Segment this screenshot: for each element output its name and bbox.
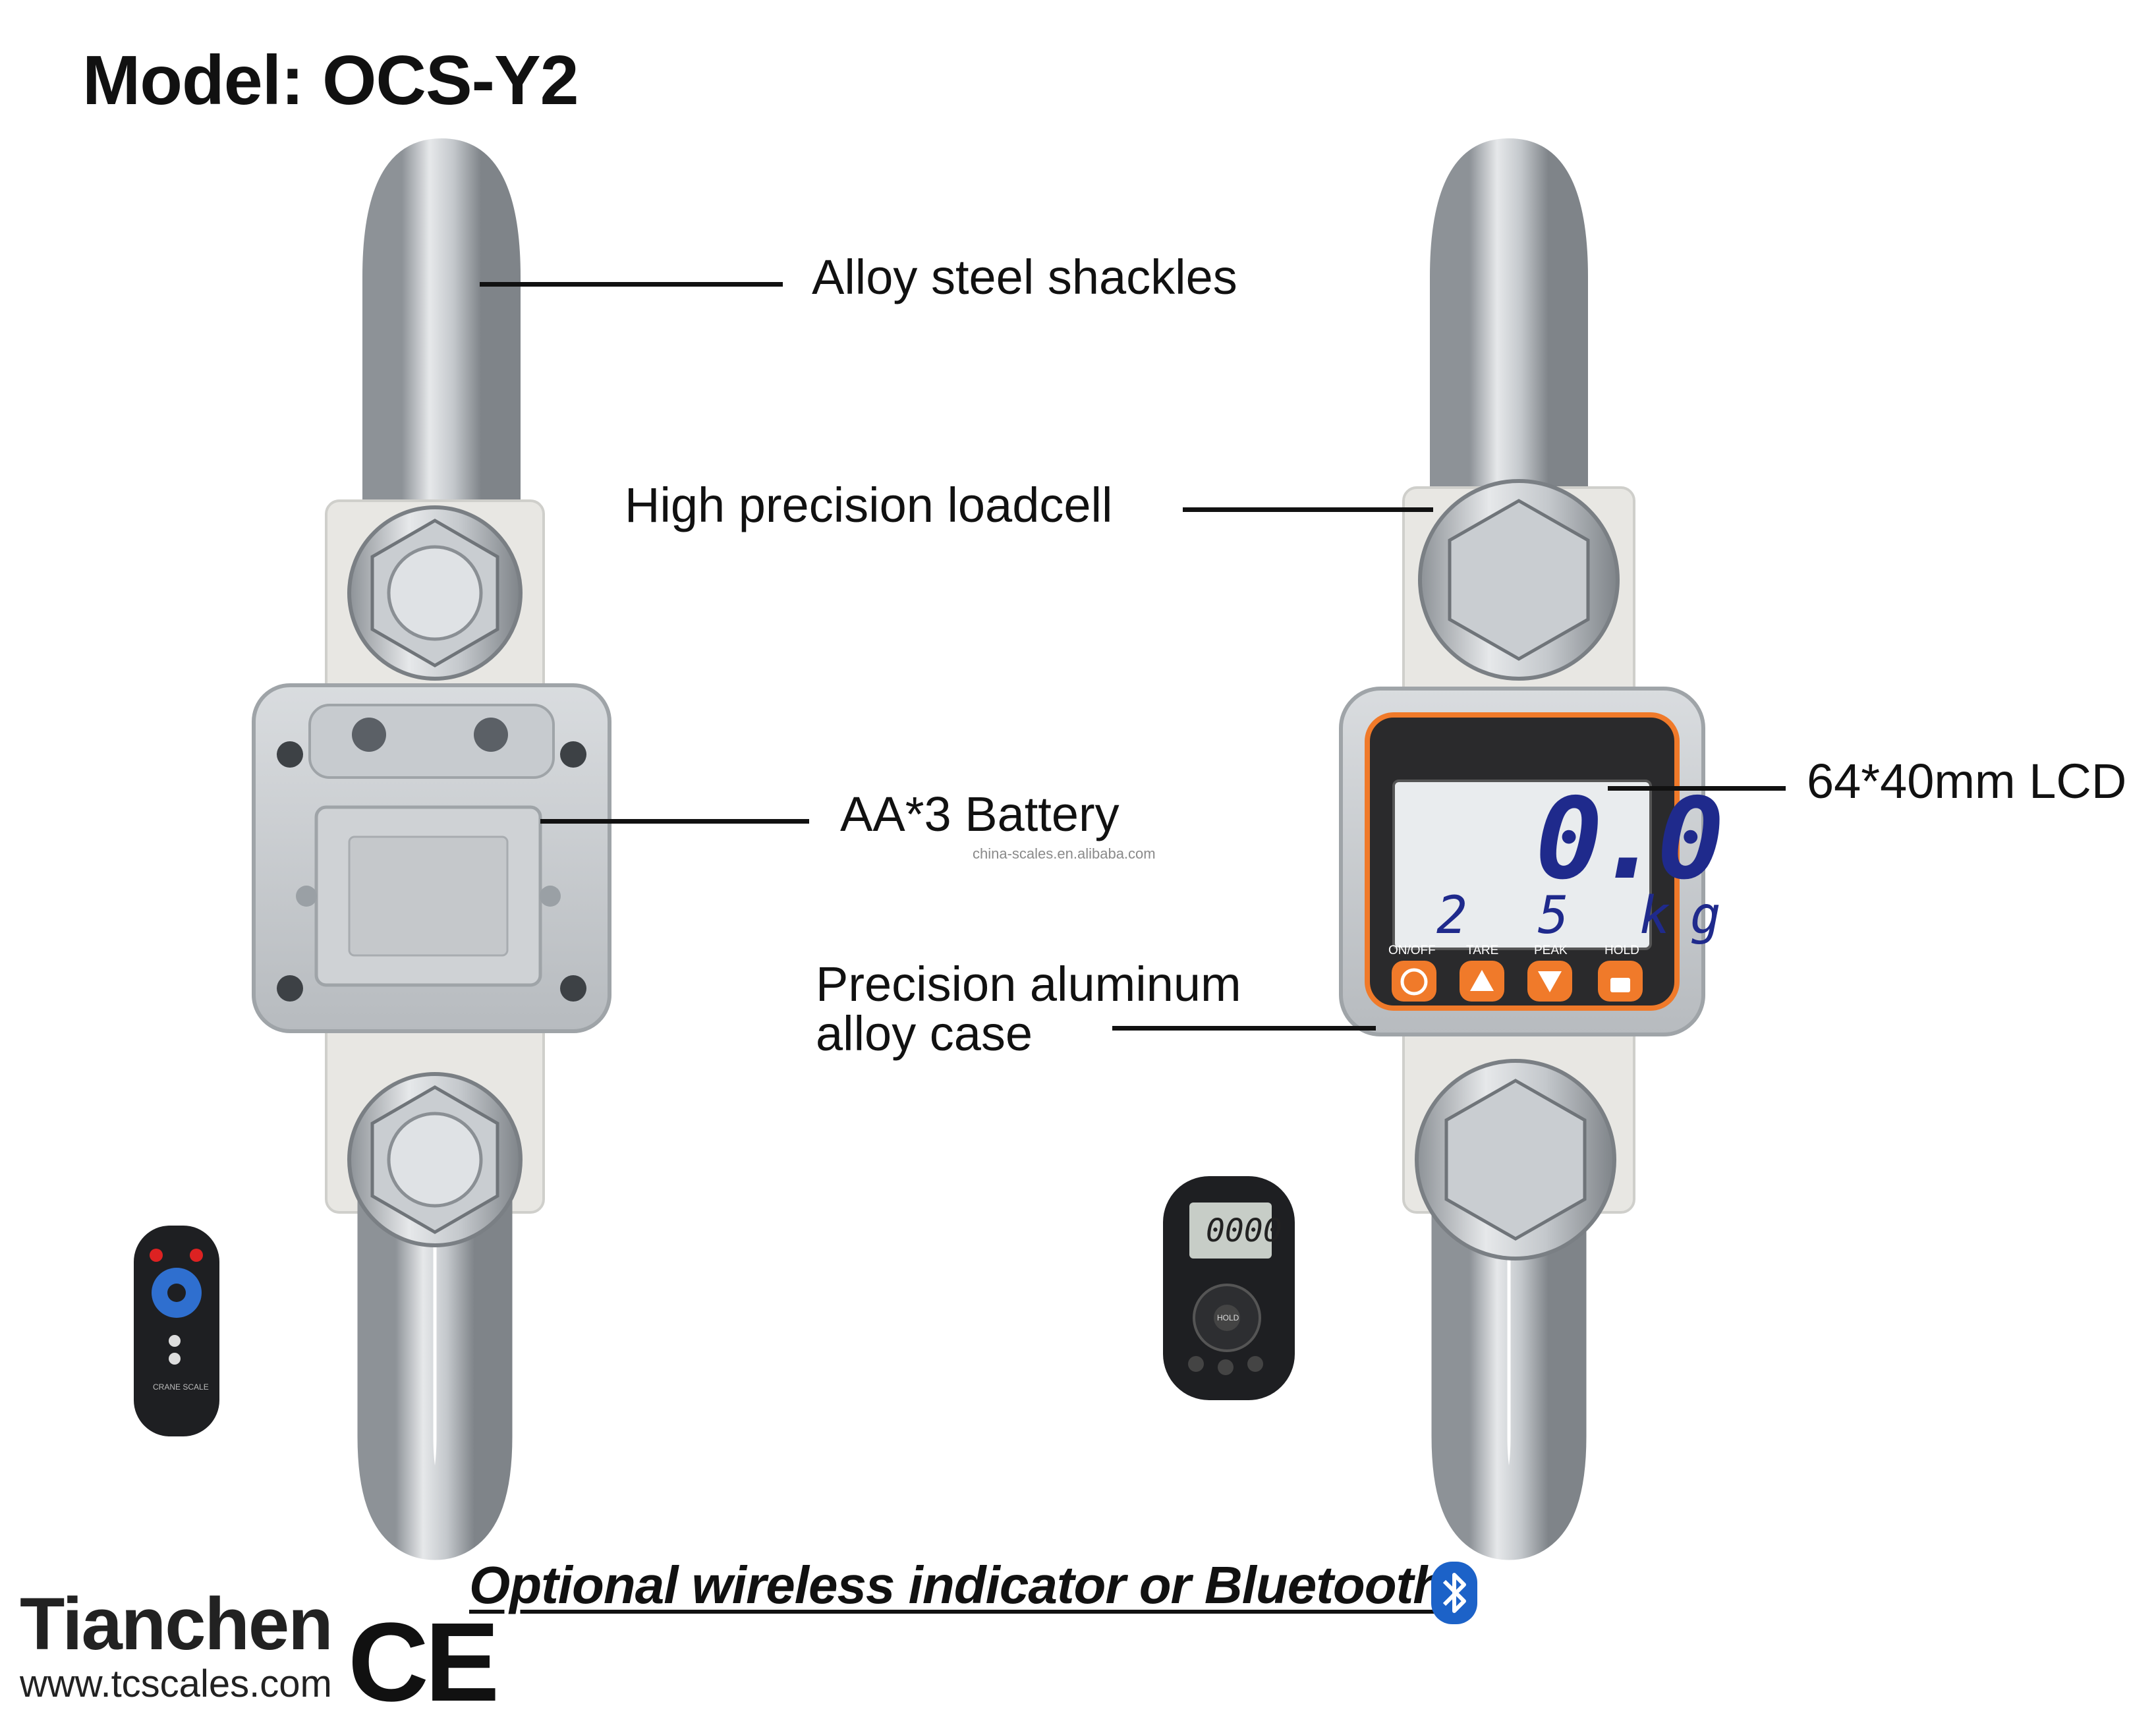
front-buttons (1392, 961, 1643, 1002)
remote-label: CRANE SCALE (153, 1382, 209, 1392)
bottom-nut-right (1415, 1059, 1616, 1560)
top-nut-right (1418, 479, 1620, 681)
callout-lcd: 64*40mm LCD (1807, 754, 2127, 808)
brand-website: www.tcscales.com (20, 1662, 332, 1705)
callout-case-line1: Precision aluminum (816, 957, 1241, 1011)
button-label-peak: PEAK (1534, 944, 1568, 957)
top-shackle-left (362, 138, 521, 665)
leader-battery (540, 819, 809, 824)
aluminum-housing-front (1339, 687, 1705, 1036)
button-label-on-off: ON/OFF (1388, 944, 1436, 957)
top-pin-nut-left (347, 505, 523, 681)
leader-lcd (1608, 786, 1786, 791)
power-icon (1400, 968, 1428, 996)
leader-case (1112, 1026, 1376, 1031)
indicator-hold-key: HOLD (1217, 1313, 1239, 1322)
callout-battery: AA*3 Battery (840, 787, 1120, 841)
brand-logo: Tianchen (20, 1583, 333, 1665)
remote-alert-icon (190, 1249, 203, 1262)
top-shackle-right (1430, 138, 1588, 665)
page-title: Model: OCS-Y2 (82, 42, 579, 119)
ce-mark: CE (348, 1600, 499, 1725)
button-label-hold: HOLD (1604, 944, 1639, 957)
on-off-button[interactable] (1392, 961, 1436, 1002)
leader-shackles (480, 282, 783, 287)
lcd-sub-reading: 2 5 kg (1436, 886, 1741, 946)
lcd-main-reading: 0.0 (1535, 774, 1724, 905)
bottom-pin-nut-left (347, 1072, 523, 1560)
indicator-screen (1189, 1203, 1272, 1259)
lcd-screen (1392, 779, 1652, 950)
indicator-reading: 0000 (1206, 1212, 1282, 1249)
arrow-up-icon (1470, 970, 1494, 991)
watermark: china-scales.en.alibaba.com (973, 845, 1156, 862)
wireless-option-text: Optional wireless indicator or Bluetooth (469, 1556, 1445, 1614)
arrow-down-icon (1538, 971, 1562, 992)
callout-shackles: Alloy steel shackles (812, 250, 1237, 304)
remote-power-icon (150, 1249, 163, 1262)
bluetooth-icon (1431, 1562, 1477, 1624)
lock-icon (1610, 978, 1630, 992)
button-label-tare: TARE (1466, 944, 1499, 957)
callout-case-line2: alloy case (816, 1006, 1033, 1061)
leader-loadcell (1183, 507, 1433, 512)
aluminum-housing-rear (252, 683, 611, 1033)
callout-loadcell: High precision loadcell (625, 478, 1113, 532)
